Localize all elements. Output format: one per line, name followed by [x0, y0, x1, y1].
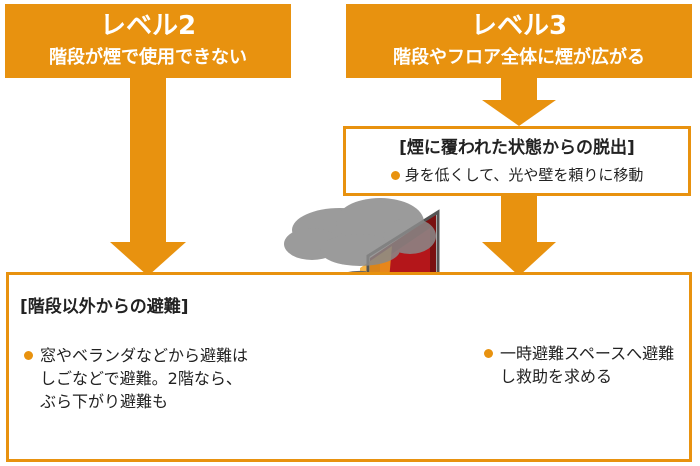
level2-subtitle: 階段が煙で使用できない: [49, 47, 247, 68]
level2-arrow-head: [110, 242, 186, 276]
evacuation-box: [6, 272, 692, 462]
smoke-escape-item: 身を低くして、光や壁を頼りに移動: [346, 165, 688, 185]
smoke-cloud: [284, 198, 436, 266]
bullet-icon: [24, 351, 33, 360]
smoke-arrow-shaft: [501, 196, 537, 242]
level3-arrow-head: [482, 100, 556, 126]
smoke-escape-heading: [煙に覆われた状態からの脱出]: [399, 138, 635, 158]
level3-subtitle: 階段やフロア全体に煙が広がる: [393, 47, 645, 68]
smoke-escape-box: [煙に覆われた状態からの脱出] 身を低くして、光や壁を頼りに移動: [343, 126, 691, 196]
evacuation-left-text: 窓やベランダなどから避難はしごなどで避難。2階なら、ぶら下がり避難も: [40, 346, 249, 411]
evacuation-left-item: 窓やベランダなどから避難はしごなどで避難。2階なら、ぶら下がり避難も: [24, 344, 254, 413]
evacuation-heading: [階段以外からの避難]: [20, 297, 189, 317]
bullet-icon: [390, 171, 400, 180]
evacuation-right-item: 一時避難スペースへ避難し救助を求める: [484, 342, 684, 388]
level2-title: レベル2: [99, 11, 197, 41]
bullet-icon: [484, 349, 493, 358]
level3-arrow-shaft: [501, 78, 537, 100]
smoke-escape-text: 身を低くして、光や壁を頼りに移動: [404, 166, 644, 184]
level3-title: レベル3: [470, 11, 568, 41]
level2-banner: レベル2 階段が煙で使用できない: [5, 4, 291, 78]
evacuation-right-text: 一時避難スペースへ避難し救助を求める: [500, 344, 675, 386]
smoke-arrow-head: [482, 242, 556, 276]
level3-banner: レベル3 階段やフロア全体に煙が広がる: [346, 4, 692, 78]
level2-arrow-shaft: [130, 78, 166, 242]
